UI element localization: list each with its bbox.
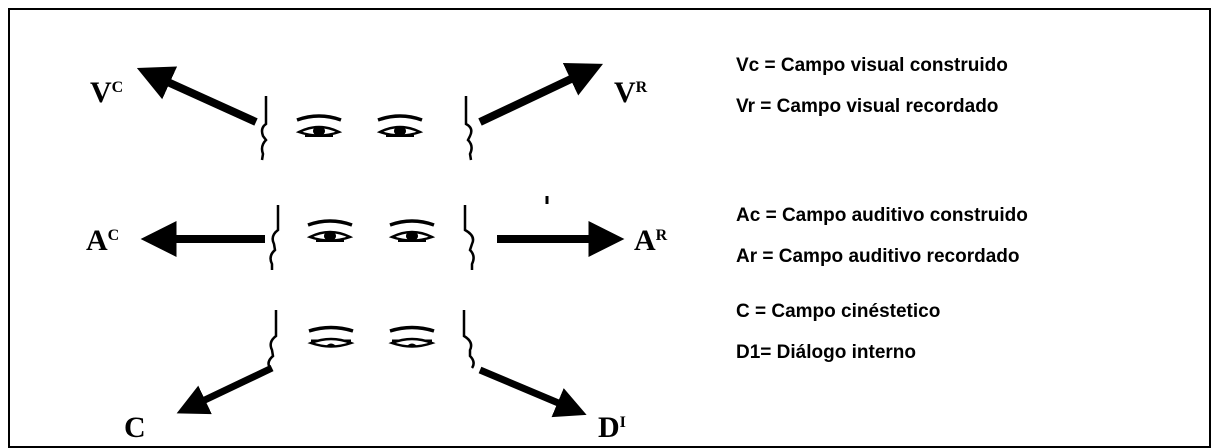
right-eye-icon	[388, 219, 436, 243]
face-outline-left	[267, 310, 278, 369]
arrow-down-right	[478, 366, 587, 418]
face-outline-left	[260, 96, 268, 161]
legend-ar: Ar = Campo auditivo recordado	[736, 246, 1020, 267]
left-eye-icon	[295, 114, 343, 138]
left-eye-icon	[306, 219, 354, 243]
arrow-up-right	[478, 62, 604, 126]
face-outline-left	[269, 205, 280, 270]
eyes-row-auditory	[140, 196, 625, 270]
face-outline-right	[464, 96, 473, 161]
legend-c: C = Campo cinéstetico	[736, 301, 941, 322]
legend-vc: Vc = Campo visual construido	[736, 55, 1008, 76]
legend-vr: Vr = Campo visual recordado	[736, 96, 999, 117]
label-di: DI	[598, 411, 626, 439]
label-ac: AC	[86, 224, 119, 257]
arrow-down-left	[176, 364, 274, 415]
legend-d1: D1= Diálogo interno	[736, 342, 916, 363]
right-eye-icon	[388, 325, 436, 349]
left-eye-icon	[307, 325, 355, 349]
face-outline-right	[463, 205, 475, 270]
face-outline-right	[462, 310, 475, 369]
arrow-up-left	[136, 66, 258, 126]
label-vr: VR	[614, 76, 648, 109]
eye-accessing-diagram: VC VR AC AR C DI	[86, 62, 668, 439]
eyes-row-visual	[136, 62, 604, 161]
label-c: C	[124, 411, 146, 439]
right-eye-icon	[376, 114, 424, 138]
label-vc: VC	[90, 76, 123, 109]
legend-ac: Ac = Campo auditivo construido	[736, 205, 1028, 226]
label-ar: AR	[634, 224, 668, 257]
eyes-row-down	[176, 310, 587, 418]
